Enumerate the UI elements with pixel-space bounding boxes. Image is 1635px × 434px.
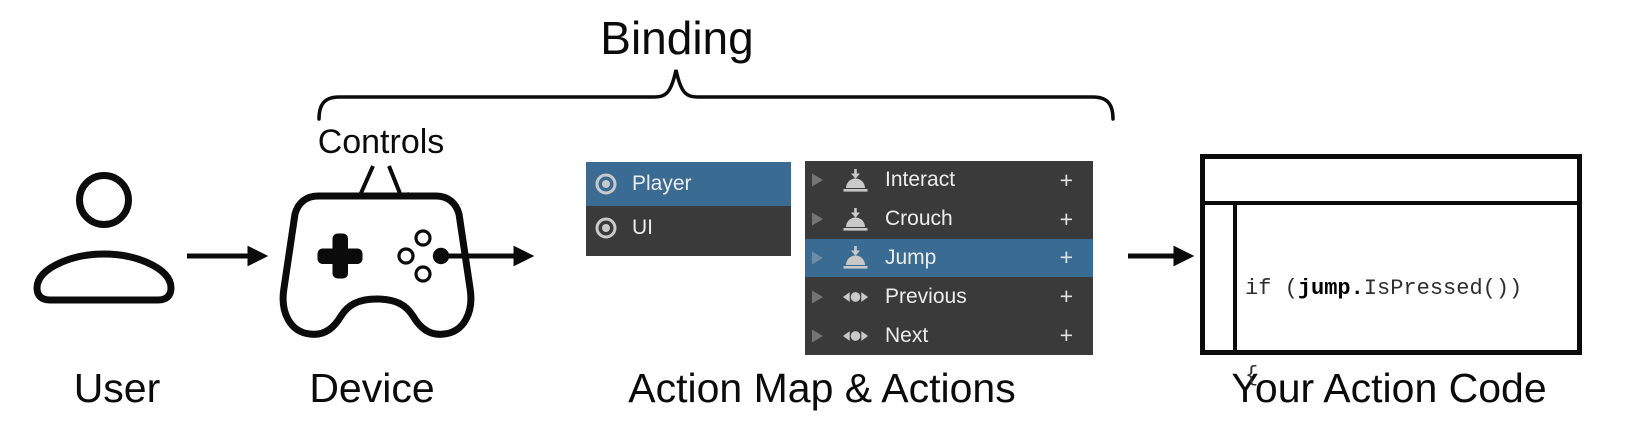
chevron-right-icon[interactable] <box>811 212 824 226</box>
action-name: Next <box>885 323 929 347</box>
chevron-right-icon[interactable] <box>811 290 824 304</box>
chevron-right-icon[interactable] <box>811 251 824 265</box>
code-window-titlebar <box>1205 159 1577 205</box>
code-window: if (jump.IsPressed()) { // your code } <box>1200 154 1582 388</box>
actions-panel: Interact + Crouch + Jump + <box>805 161 1093 355</box>
controls-arrow-left-icon <box>351 165 375 214</box>
code-line: { <box>1245 363 1259 388</box>
code-gutter <box>1233 205 1237 350</box>
controls-label: Controls <box>317 123 445 161</box>
binding-title: Binding <box>600 12 754 64</box>
action-map-row-ui[interactable]: UI <box>586 206 791 250</box>
user-label: User <box>73 365 161 411</box>
binding-brace <box>317 69 1115 121</box>
action-name: Crouch <box>885 207 953 231</box>
axis-icon <box>842 330 869 341</box>
code-snippet: if (jump.IsPressed()) { // your code } <box>1205 205 1577 434</box>
user-icon <box>33 172 175 304</box>
action-map-bullseye-icon <box>595 217 617 239</box>
action-map-row-player[interactable]: Player <box>586 162 791 206</box>
action-code-label: Your Action Code <box>1231 365 1547 411</box>
code-line: if (jump.IsPressed()) <box>1245 274 1577 303</box>
gamepad-body <box>279 192 475 338</box>
add-binding-button[interactable]: + <box>1059 205 1073 232</box>
action-row-jump[interactable]: Jump + <box>805 238 1093 278</box>
code-token-jump: jump. <box>1297 276 1364 301</box>
action-row-crouch[interactable]: Crouch + <box>805 200 1093 239</box>
add-binding-button[interactable]: + <box>1059 322 1073 349</box>
dpad-icon <box>317 233 363 279</box>
action-map-name: UI <box>632 216 653 239</box>
button-press-icon <box>843 168 868 192</box>
action-name: Interact <box>885 168 956 192</box>
code-token: IsPressed()) <box>1363 276 1523 301</box>
code-token: if ( <box>1245 276 1298 301</box>
action-map-label: Action Map & Actions <box>628 365 1016 411</box>
controls-arrow-right-icon <box>387 165 409 211</box>
action-row-previous[interactable]: Previous + <box>805 277 1093 316</box>
action-map-name: Player <box>632 172 692 195</box>
face-buttons-icon <box>397 229 450 283</box>
add-binding-button[interactable]: + <box>1059 244 1073 271</box>
code-window-body: if (jump.IsPressed()) { // your code } <box>1205 205 1577 388</box>
action-row-interact[interactable]: Interact + <box>805 161 1093 200</box>
action-maps-panel: Player UI <box>586 162 791 256</box>
add-binding-button[interactable]: + <box>1059 283 1073 310</box>
gamepad-icon <box>279 192 475 338</box>
button-press-icon <box>843 246 868 270</box>
chevron-right-icon[interactable] <box>811 173 824 187</box>
chevron-right-icon[interactable] <box>811 329 824 343</box>
add-binding-button[interactable]: + <box>1059 166 1073 193</box>
action-name: Previous <box>885 284 967 308</box>
button-press-icon <box>843 207 868 231</box>
device-label: Device <box>309 365 435 411</box>
action-map-bullseye-icon <box>595 173 617 195</box>
axis-icon <box>842 291 869 302</box>
action-name: Jump <box>885 245 937 269</box>
action-row-next[interactable]: Next + <box>805 316 1093 355</box>
